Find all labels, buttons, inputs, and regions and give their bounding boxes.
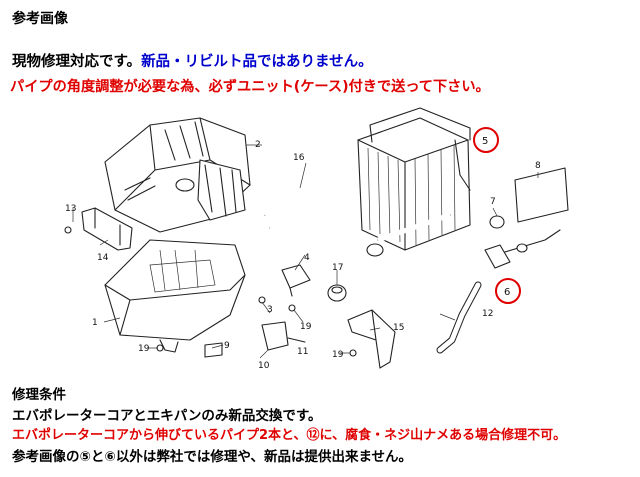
conditions-line-1: エバポレーターコアとエキパンのみ新品交換です。 <box>12 408 322 424</box>
parts-diagram: 2 16 13 14 4 17 1 3 19 19 9 10 15 19 12 … <box>64 107 569 371</box>
page-title: 参考画像 <box>12 11 68 27</box>
part-1-lower-case <box>104 239 246 353</box>
callout-14: 14 <box>97 253 109 263</box>
notice-line-1: 現物修理対応です。新品・リビルト品ではありません。 <box>12 50 373 71</box>
small-parts <box>156 264 357 358</box>
callout-11: 11 <box>297 347 308 357</box>
conditions-heading: 修理条件 <box>12 387 66 403</box>
callout-1: 1 <box>92 318 98 328</box>
callout-4: 4 <box>304 253 310 263</box>
part-16-pipe <box>263 182 307 242</box>
notice-line-2: パイプの角度調整が必要な為、必ずユニット(ケース)付きで送って下さい。 <box>10 79 490 95</box>
callout-15: 15 <box>393 323 404 333</box>
callout-labels: 2 16 13 14 4 17 1 3 19 19 9 10 15 19 12 … <box>65 140 541 371</box>
callout-19-a: 19 <box>300 322 312 332</box>
highlight-circle-5 <box>473 127 499 153</box>
callout-8: 8 <box>535 161 541 171</box>
conditions-line-3: 参考画像の⑤と⑥以外は弊社では修理や、新品は提供出来ません。 <box>12 449 413 465</box>
callout-3: 3 <box>267 305 273 315</box>
conditions-line-2: エバポレーターコアから伸びているパイプ2本と、⑫に、腐食・ネジ山ナメある場合修理… <box>12 428 567 443</box>
callout-2: 2 <box>255 140 261 150</box>
part-7-8 <box>489 167 569 229</box>
callout-6: 6 <box>504 287 510 298</box>
callout-5: 5 <box>482 136 488 147</box>
part-5-evaporator-core <box>357 107 471 257</box>
callout-9: 9 <box>224 341 230 351</box>
callout-10: 10 <box>258 361 270 371</box>
part-14-bracket <box>64 207 133 251</box>
notice-blue-text: 新品・リビルト品ではありません。 <box>141 54 373 70</box>
callout-7: 7 <box>490 197 496 207</box>
highlight-callouts: 5 6 <box>473 127 521 304</box>
part-15-bracket <box>347 309 396 369</box>
part-2-upper-case <box>104 117 251 233</box>
callout-19-b: 19 <box>138 344 150 354</box>
callout-12: 12 <box>482 309 493 319</box>
callout-17: 17 <box>332 263 343 273</box>
part-12-pipe <box>436 281 482 354</box>
leader-lines <box>72 144 539 359</box>
part-6-expansion-valve <box>484 229 561 269</box>
callout-13: 13 <box>65 204 76 214</box>
notice-black-text: 現物修理対応です。 <box>12 54 142 70</box>
callout-19-c: 19 <box>332 350 344 360</box>
highlight-circle-6 <box>495 278 521 304</box>
callout-16: 16 <box>293 153 305 163</box>
